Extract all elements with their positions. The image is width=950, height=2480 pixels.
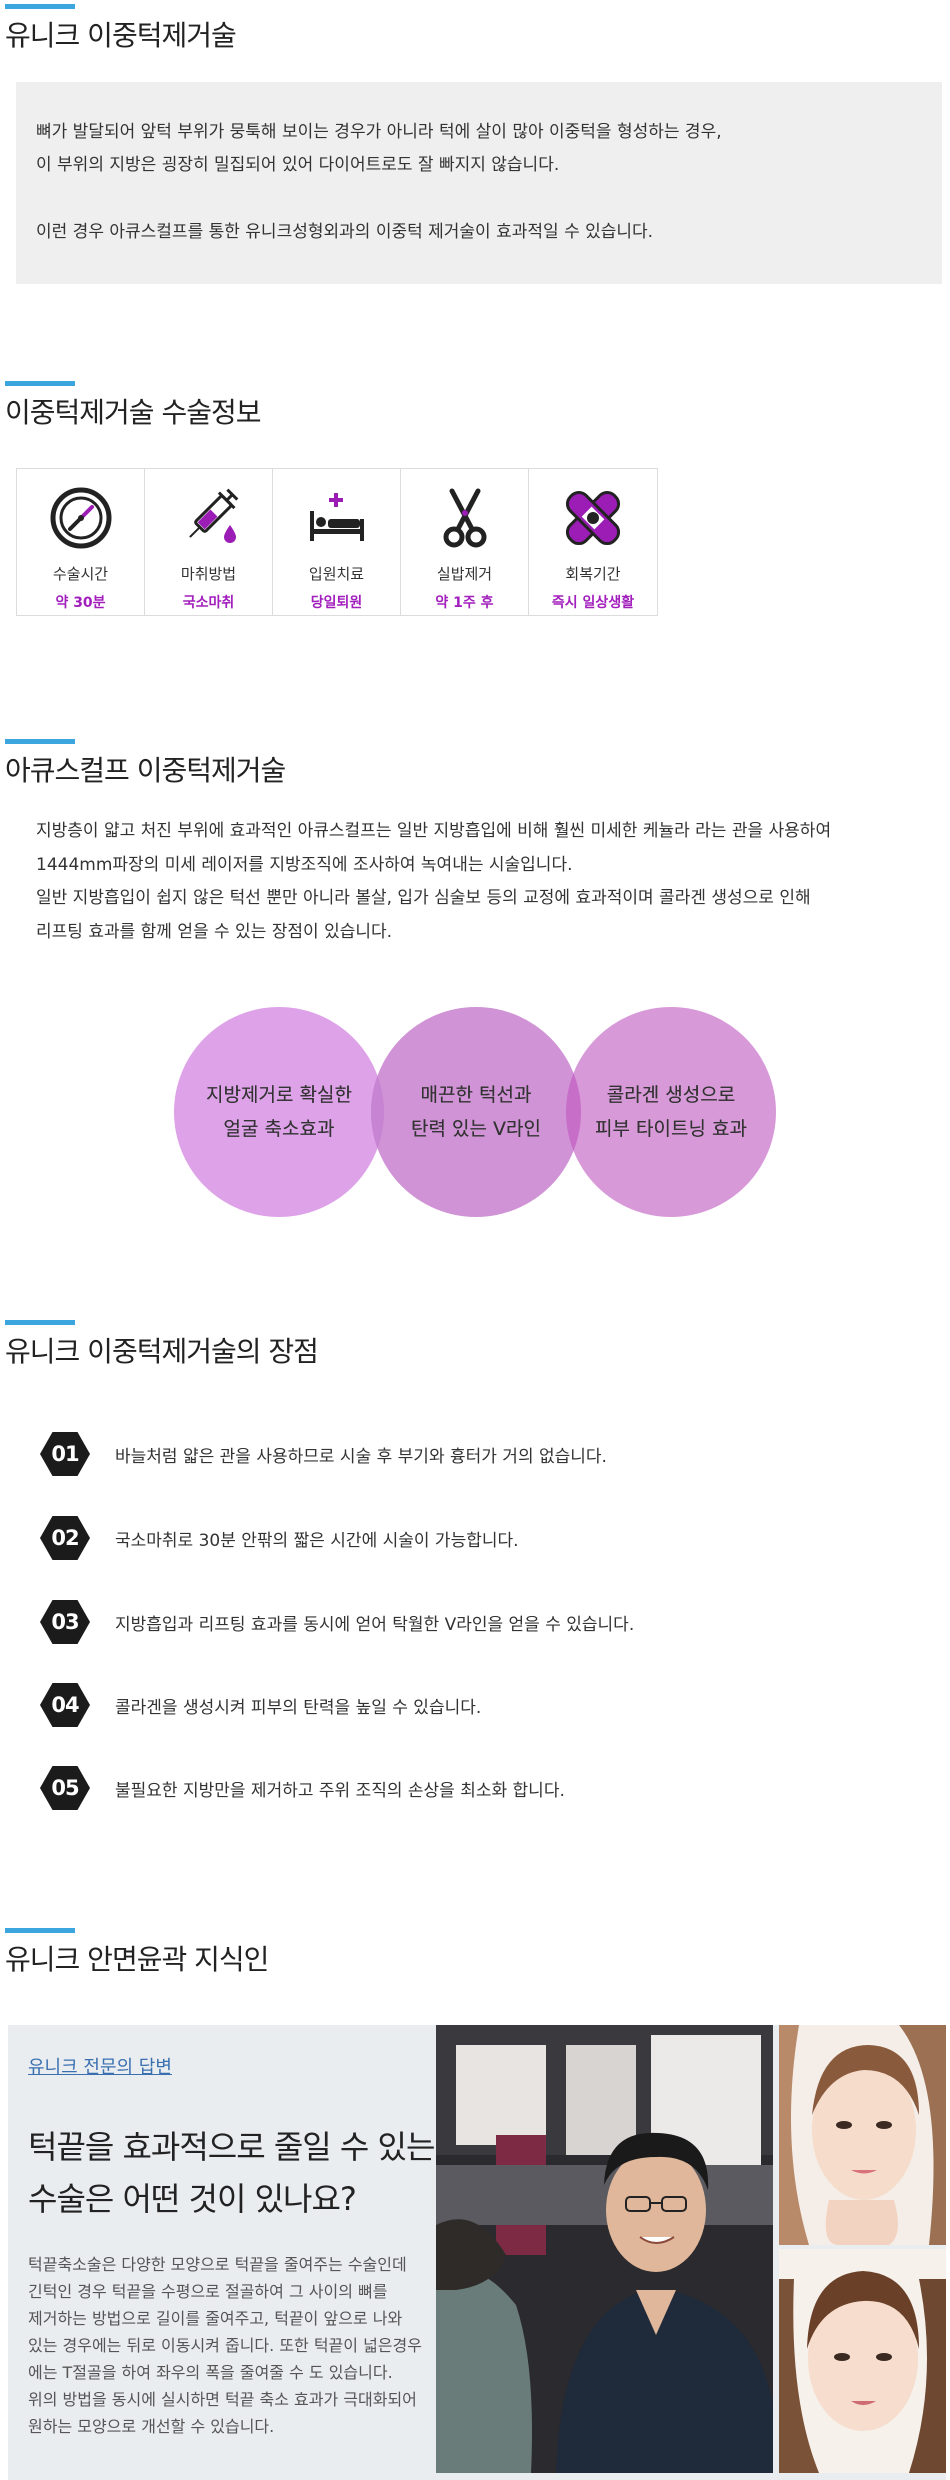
answer-line: 턱끝축소술은 다양한 모양으로 턱끝을 줄여주는 수술인데 (28, 2255, 407, 2274)
section-accent-bar (5, 1928, 75, 1933)
section-title-surgery-info: 이중턱제거술 수술정보 (5, 396, 262, 429)
info-label: 실밥제거 (436, 565, 493, 583)
syringe-icon (188, 488, 238, 543)
model-photo-bottom (779, 2249, 946, 2473)
number-badge: 01 (40, 1432, 90, 1476)
model-photo-top (779, 2025, 946, 2245)
answer-line: 긴턱인 경우 턱끝을 수평으로 절골하여 그 사이의 뼈를 (28, 2282, 388, 2301)
expert-answer-link[interactable]: 유니크 전문의 답변 (28, 2057, 172, 2078)
advantage-item: 04 콜라겐을 생성시켜 피부의 탄력을 높일 수 있습니다. (40, 1683, 481, 1727)
para-line: 1444mm파장의 미세 레이저를 지방조직에 조사하여 녹여내는 시술입니다. (36, 854, 573, 875)
intro-line: 이 부위의 지방은 굉장히 밀집되어 있어 다이어트로도 잘 빠지지 않습니다. (36, 155, 560, 175)
answer-line: 위의 방법을 동시에 실시하면 턱끝 축소 효과가 극대화되어 (28, 2390, 417, 2409)
surgery-info-cards: 수술시간 약 30분 마취방법 국소마취 입원치료 (16, 468, 658, 616)
info-label: 수술시간 (52, 565, 109, 583)
advantage-text: 불필요한 지방만을 제거하고 주위 조직의 손상을 최소화 합니다. (115, 1780, 565, 1801)
advantage-text: 바늘처럼 얇은 관을 사용하므로 시술 후 부기와 흉터가 거의 없습니다. (115, 1446, 607, 1467)
section-title-accusculpt: 아큐스컬프 이중턱제거술 (5, 754, 286, 787)
circle-line: 얼굴 축소효과 (223, 1118, 335, 1140)
number-badge: 02 (40, 1516, 90, 1560)
circle-line: 콜라겐 생성으로 (606, 1084, 736, 1106)
clock-icon (50, 487, 111, 549)
circle-line: 지방제거로 확실한 (206, 1084, 352, 1106)
answer-line: 에는 T절골을 하여 좌우의 폭을 줄여줄 수 도 있습니다. (28, 2363, 393, 2382)
accusculpt-description: 지방층이 얇고 처진 부위에 효과적인 아큐스컬프는 일반 지방흡입에 비해 훨… (36, 815, 936, 949)
para-line: 지방층이 얇고 처진 부위에 효과적인 아큐스컬프는 일반 지방흡입에 비해 훨… (36, 821, 832, 841)
info-card-surgery-time: 수술시간 약 30분 (17, 469, 145, 615)
circle-line: 지방제거로 확실한 (206, 1084, 352, 1106)
answer-line: 원하는 모양으로 개선할 수 있습니다. (28, 2417, 275, 2436)
section-accent-bar (5, 739, 75, 744)
advantage-item: 01 바늘처럼 얇은 관을 사용하므로 시술 후 부기와 흉터가 거의 없습니다… (40, 1432, 607, 1476)
circle-line: 매끈한 턱선과 (420, 1084, 532, 1106)
info-card-recovery: 회복기간 즉시 일상생활 (529, 469, 657, 615)
section-accent-bar (5, 4, 75, 9)
number-badge: 05 (40, 1766, 90, 1810)
hospital-bed-icon (309, 493, 364, 541)
info-card-stitch-removal: 실밥제거 약 1주 후 (401, 469, 529, 615)
section-accent-bar (5, 381, 75, 386)
expert-question: 턱끝을 효과적으로 줄일 수 있는 수술은 어떤 것이 있나요? (28, 2121, 435, 2225)
advantage-text: 콜라겐을 생성시켜 피부의 탄력을 높일 수 있습니다. (115, 1697, 482, 1718)
question-line: 수술은 어떤 것이 있나요? (28, 2180, 357, 2218)
info-label: 회복기간 (565, 565, 621, 583)
number-badge: 03 (40, 1600, 90, 1644)
advantage-item: 02 국소마취로 30분 안팎의 짧은 시간에 시술이 가능합니다. (40, 1516, 519, 1560)
advantage-text: 국소마취로 30분 안팎의 짧은 시간에 시술이 가능합니다. (115, 1530, 519, 1551)
circle-line: 피부 타이트닝 효과 (595, 1118, 747, 1140)
info-value: 국소마취 (182, 595, 235, 611)
circle-line: 매끈한 턱선과 (420, 1084, 532, 1106)
doctor-photo (436, 2025, 773, 2473)
answer-line: 제거하는 방법으로 길이를 줄여주고, 턱끝이 앞으로 나와 (28, 2309, 403, 2328)
section-title-advantages: 유니크 이중턱제거술의 장점 (5, 1335, 319, 1368)
intro-line: 이런 경우 아큐스컬프를 통한 유니크성형외과의 이중턱 제거술이 효과적일 수… (36, 222, 654, 242)
advantage-text: 지방흡입과 리프팅 효과를 동시에 얻어 탁월한 V라인을 얻을 수 있습니다. (115, 1614, 635, 1635)
expert-answer-text: 턱끝축소술은 다양한 모양으로 턱끝을 줄여주는 수술인데 긴턱인 경우 턱끝을… (28, 2251, 428, 2440)
number-badge: 04 (40, 1683, 90, 1727)
section-accent-bar (5, 1320, 75, 1325)
info-card-anesthesia: 마취방법 국소마취 (145, 469, 273, 615)
circle-line: 얼굴 축소효과 (223, 1118, 335, 1140)
circle-line: 탄력 있는 V라인 (411, 1118, 541, 1140)
expert-answer-panel: 유니크 전문의 답변 턱끝을 효과적으로 줄일 수 있는 수술은 어떤 것이 있… (8, 2025, 946, 2480)
info-value: 약 1주 후 (435, 595, 494, 611)
circle-line: 탄력 있는 V라인 (411, 1118, 541, 1140)
info-value: 즉시 일상생활 (551, 595, 635, 611)
info-value: 당일퇴원 (310, 595, 363, 611)
intro-box: 뼈가 발달되어 앞턱 부위가 뭉툭해 보이는 경우가 아니라 턱에 살이 많아 … (16, 82, 942, 284)
section-title-knowledge: 유니크 안면윤곽 지식인 (5, 1943, 269, 1976)
intro-line: 뼈가 발달되어 앞턱 부위가 뭉툭해 보이는 경우가 아니라 턱에 살이 많아 … (36, 122, 722, 142)
section-title-intro: 유니크 이중턱제거술 (5, 19, 237, 52)
advantage-item: 05 불필요한 지방만을 제거하고 주위 조직의 손상을 최소화 합니다. (40, 1766, 565, 1810)
advantage-item: 03 지방흡입과 리프팅 효과를 동시에 얻어 탁월한 V라인을 얻을 수 있습… (40, 1600, 634, 1644)
circle-line: 콜라겐 생성으로 (606, 1084, 736, 1106)
question-line: 턱끝을 효과적으로 줄일 수 있는 (28, 2128, 435, 2166)
answer-line: 있는 경우에는 뒤로 이동시켜 줍니다. 또한 턱끝이 넓은경우 (28, 2336, 422, 2355)
info-value: 약 30분 (55, 595, 106, 611)
info-label: 입원치료 (308, 565, 365, 583)
scissors-icon (443, 488, 486, 548)
info-card-hospitalization: 입원치료 당일퇴원 (273, 469, 401, 615)
para-line: 리프팅 효과를 함께 얻을 수 있는 장점이 있습니다. (36, 921, 393, 942)
info-label: 마취방법 (180, 565, 237, 583)
bandage-icon (565, 490, 621, 546)
para-line: 일반 지방흡입이 쉽지 않은 턱선 뿐만 아니라 볼살, 입가 심술보 등의 교… (36, 888, 811, 908)
circle-line: 피부 타이트닝 효과 (595, 1118, 747, 1140)
